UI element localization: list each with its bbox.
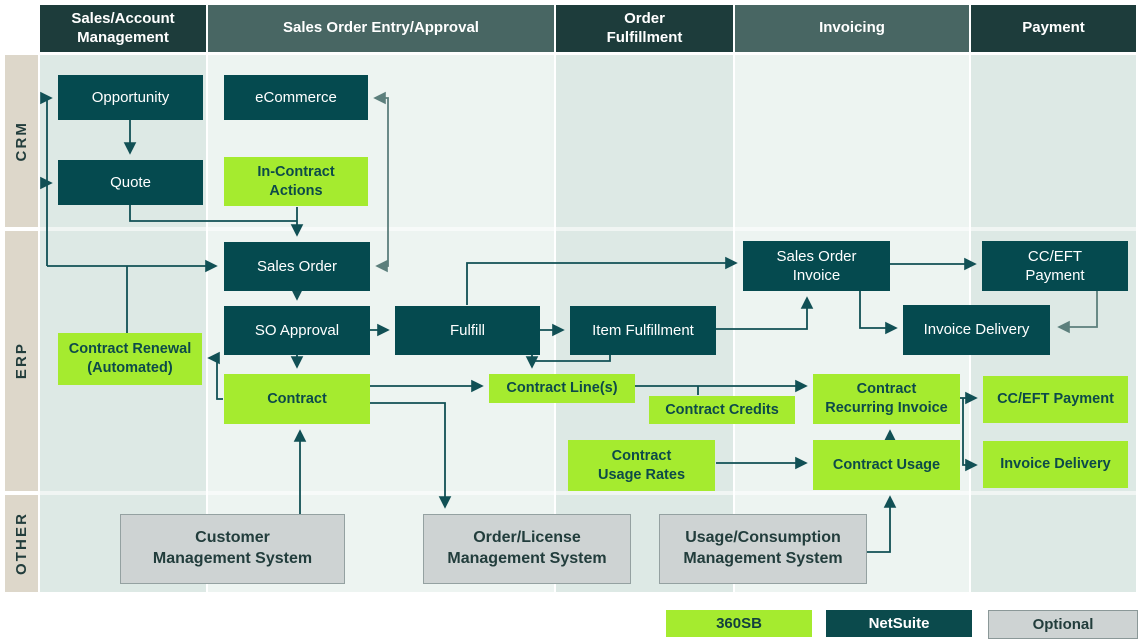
box-sales-order-invoice: Sales Order Invoice [743,241,890,291]
header-sales-order-entry-approval: Sales Order Entry/Approval [208,5,554,52]
header-payment: Payment [971,5,1136,52]
box-contract-lines: Contract Line(s) [489,374,635,403]
box-item-fulfillment: Item Fulfillment [570,306,716,355]
box-fulfill: Fulfill [395,306,540,355]
header-sales-account-management: Sales/Account Management [40,5,206,52]
row-label-erp: ERP [5,231,38,491]
box-usage-consumption-management-system: Usage/Consumption Management System [659,514,867,584]
box-in-contract-actions: In-Contract Actions [224,157,368,206]
legend-netsuite: NetSuite [826,610,972,637]
box-opportunity: Opportunity [58,75,203,120]
box-contract-usage-rates: Contract Usage Rates [568,440,715,491]
box-cc-eft-payment: CC/EFT Payment [982,241,1128,291]
row-label-crm-text: CRM [13,120,30,162]
row-separator [40,491,1136,495]
legend-optional: Optional [988,610,1138,639]
row-label-crm: CRM [5,55,38,227]
box-so-approval: SO Approval [224,306,370,355]
row-label-other: OTHER [5,495,38,592]
box-ecommerce: eCommerce [224,75,368,120]
box-contract-renewal: Contract Renewal (Automated) [58,333,202,385]
box-order-license-management-system: Order/License Management System [423,514,631,584]
box-cc-eft-payment-green: CC/EFT Payment [983,376,1128,423]
header-order-fulfillment: Order Fulfillment [556,5,733,52]
box-sales-order: Sales Order [224,242,370,291]
box-contract-recurring-invoice: Contract Recurring Invoice [813,374,960,424]
box-customer-management-system: Customer Management System [120,514,345,584]
box-contract-usage: Contract Usage [813,440,960,490]
box-invoice-delivery: Invoice Delivery [903,305,1050,355]
box-invoice-delivery-green: Invoice Delivery [983,441,1128,488]
header-invoicing: Invoicing [735,5,969,52]
row-label-erp-text: ERP [13,342,30,380]
legend-360sb: 360SB [666,610,812,637]
box-contract: Contract [224,374,370,424]
row-label-other-text: OTHER [13,512,30,575]
box-contract-credits: Contract Credits [649,396,795,424]
row-separator [40,227,1136,231]
column-bg-sales-account [40,55,206,592]
box-quote: Quote [58,160,203,205]
